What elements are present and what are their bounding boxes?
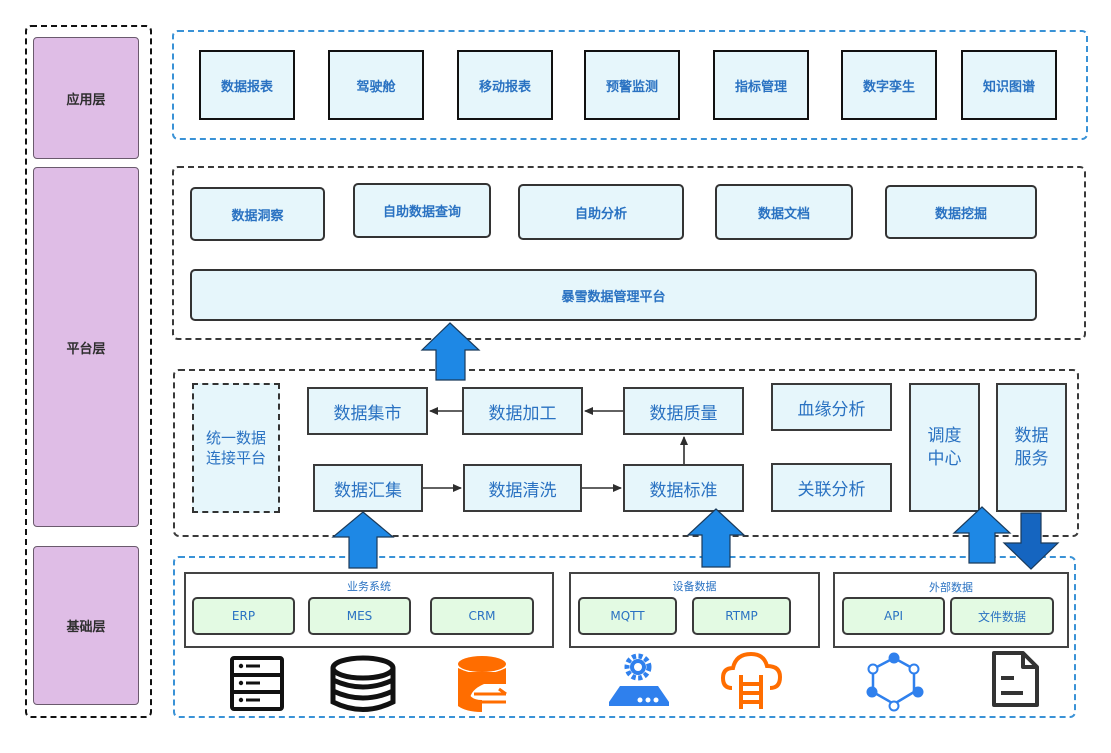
source-rtmp[interactable]: RTMP xyxy=(692,597,791,635)
data-collect-node[interactable]: 数据汇集 xyxy=(313,464,423,512)
source-file-data[interactable]: 文件数据 xyxy=(950,597,1054,635)
app-item-label: 驾驶舱 xyxy=(356,79,396,95)
source-label: MES xyxy=(346,609,373,623)
app-item[interactable]: 移动报表 xyxy=(457,50,553,120)
lineage-analysis-node[interactable]: 血缘分析 xyxy=(771,383,892,431)
processing-layer-container xyxy=(173,369,1079,537)
source-erp[interactable]: ERP xyxy=(192,597,295,635)
layer-label-text: 基础层 xyxy=(66,620,106,635)
group-title: 外部数据 xyxy=(929,581,973,594)
app-item-label: 预警监测 xyxy=(605,79,658,95)
source-label: MQTT xyxy=(610,609,645,623)
relation-analysis-node[interactable]: 关联分析 xyxy=(771,463,892,512)
application-layer-container xyxy=(172,30,1088,140)
layer-label-text: 应用层 xyxy=(66,92,106,108)
app-item[interactable]: 知识图谱 xyxy=(961,50,1057,120)
data-clean-node[interactable]: 数据清洗 xyxy=(463,464,582,512)
source-mqtt[interactable]: MQTT xyxy=(578,597,677,635)
platform-item[interactable]: 数据文档 xyxy=(715,184,853,240)
platform-item-label: 自助数据查询 xyxy=(382,205,461,220)
platform-item-label: 数据文档 xyxy=(757,206,810,222)
data-processing-node[interactable]: 数据加工 xyxy=(462,387,583,435)
node-label: 血缘分析 xyxy=(797,399,866,420)
scheduler-center-node[interactable]: 调度中心 xyxy=(909,383,980,512)
layer-column xyxy=(25,25,152,718)
platform-item[interactable]: 数据洞察 xyxy=(190,187,325,241)
data-service-node[interactable]: 数据服务 xyxy=(996,383,1067,512)
data-quality-node[interactable]: 数据质量 xyxy=(623,387,744,435)
layer-label-application: 应用层 xyxy=(33,37,139,159)
data-standard-node[interactable]: 数据标准 xyxy=(623,464,744,512)
node-label: 关联分析 xyxy=(797,480,866,500)
platform-item[interactable]: 数据挖掘 xyxy=(885,185,1037,239)
group-title: 设备数据 xyxy=(672,580,717,593)
node-label: 数据标准 xyxy=(649,480,718,501)
node-label: 数据集市 xyxy=(333,403,402,424)
app-item-label: 数据报表 xyxy=(220,79,273,95)
node-label: 数据清洗 xyxy=(488,480,557,501)
source-crm[interactable]: CRM xyxy=(430,597,534,635)
layer-label-text: 平台层 xyxy=(66,341,106,357)
source-api[interactable]: API xyxy=(842,597,945,635)
node-label: 数据服务 xyxy=(1014,425,1049,469)
platform-item[interactable]: 自助分析 xyxy=(518,184,684,240)
data-mart-node[interactable]: 数据集市 xyxy=(307,387,428,435)
layer-label-platform: 平台层 xyxy=(33,167,139,527)
app-item[interactable]: 指标管理 xyxy=(713,50,809,120)
app-item[interactable]: 预警监测 xyxy=(584,50,680,120)
app-item[interactable]: 驾驶舱 xyxy=(328,50,424,120)
app-item-label: 数字孪生 xyxy=(862,79,915,95)
app-item-label: 知识图谱 xyxy=(982,79,1035,95)
app-item[interactable]: 数据报表 xyxy=(199,50,295,120)
layer-label-foundation: 基础层 xyxy=(33,546,139,705)
platform-item[interactable]: 自助数据查询 xyxy=(353,183,491,238)
source-label: ERP xyxy=(231,609,256,623)
connector-label: 统一数据连接平台 xyxy=(205,428,266,467)
source-label: RTMP xyxy=(725,609,758,623)
app-item[interactable]: 数字孪生 xyxy=(841,50,937,120)
node-label: 调度中心 xyxy=(927,425,962,469)
node-label: 数据汇集 xyxy=(334,480,402,501)
platform-item-label: 自助分析 xyxy=(574,206,627,222)
node-label: 数据加工 xyxy=(488,403,557,424)
app-item-label: 指标管理 xyxy=(734,79,787,95)
foundation-layer-container xyxy=(173,556,1076,718)
platform-layer-container xyxy=(172,166,1086,340)
platform-base-label: 暴雪数据管理平台 xyxy=(561,289,666,305)
source-label: API xyxy=(884,609,903,623)
source-label: 文件数据 xyxy=(977,609,1026,624)
node-label: 数据质量 xyxy=(649,403,718,424)
platform-item-label: 数据挖掘 xyxy=(934,206,987,222)
group-title: 业务系统 xyxy=(347,580,391,593)
source-mes[interactable]: MES xyxy=(308,597,411,635)
app-item-label: 移动报表 xyxy=(478,79,531,95)
data-management-platform[interactable]: 暴雪数据管理平台 xyxy=(190,269,1037,321)
source-label: CRM xyxy=(468,609,496,623)
unified-connector-platform[interactable]: 统一数据连接平台 xyxy=(192,383,280,513)
platform-item-label: 数据洞察 xyxy=(231,208,284,224)
